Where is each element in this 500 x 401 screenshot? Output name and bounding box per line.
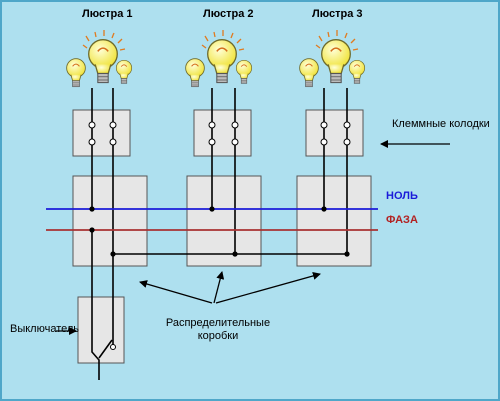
switch-contact bbox=[98, 339, 116, 359]
junction-arrow-3 bbox=[215, 272, 321, 304]
switch-label: Выключатель bbox=[10, 323, 80, 335]
chandelier-wires bbox=[91, 88, 348, 254]
junction-boxes-label-line2: коробки bbox=[197, 330, 239, 342]
chandelier-3-label: Люстра 3 bbox=[312, 8, 363, 20]
switch-feed-wire bbox=[91, 230, 100, 380]
junction-arrow-2 bbox=[213, 271, 225, 304]
junction-dots bbox=[89, 206, 350, 257]
terminal-block-2 bbox=[193, 109, 252, 157]
junction-arrow-1 bbox=[139, 280, 213, 304]
phase-label: ФАЗА bbox=[386, 214, 418, 226]
switch-box bbox=[77, 296, 125, 364]
terminal-block-3 bbox=[305, 109, 364, 157]
chandelier-1-label: Люстра 1 bbox=[82, 8, 133, 20]
neutral-label: НОЛЬ bbox=[386, 190, 418, 202]
terminal-contacts bbox=[88, 121, 351, 146]
junction-box-3 bbox=[296, 175, 372, 267]
terminal-blocks-label: Клеммные колодки bbox=[392, 118, 490, 130]
junction-box-1 bbox=[72, 175, 148, 267]
junction-box-2 bbox=[186, 175, 262, 267]
junction-boxes-label-line1: Распределительные bbox=[165, 317, 271, 329]
chandelier-2-label: Люстра 2 bbox=[203, 8, 254, 20]
terminal-block-1 bbox=[72, 109, 131, 157]
